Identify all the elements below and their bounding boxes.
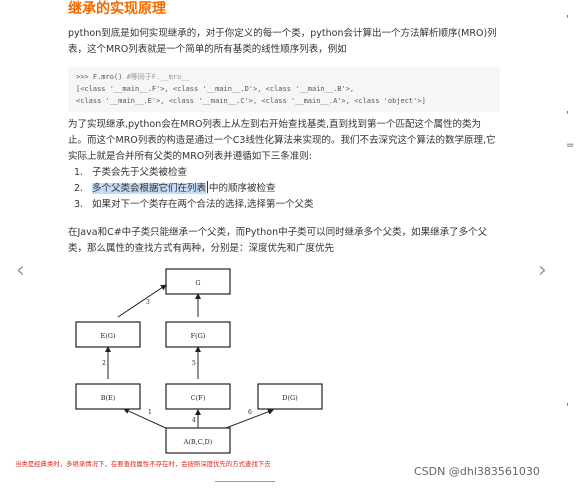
diagram-node-label: G: [195, 279, 200, 287]
edge-label: 5: [192, 360, 196, 367]
edge-label: 1: [148, 409, 152, 416]
code-comment: #等同于F.__mro__: [122, 73, 190, 81]
diagram-node: [75, 383, 141, 410]
list-item: 2. 多个父类会根据它们在列表中的顺序被检查: [74, 181, 314, 197]
divider: [215, 481, 275, 482]
code-prompt: >>> F.mro(): [76, 73, 123, 81]
diagram-node: [165, 268, 231, 295]
list-number: 3.: [74, 199, 84, 210]
edge-fragment: ': [566, 14, 569, 25]
diagram-node: [75, 321, 141, 348]
section-title: 继承的实现原理: [68, 1, 166, 17]
edge-e-to-g: [117, 284, 167, 318]
text-cursor-icon: [207, 181, 209, 193]
edge-fragment: ': [566, 402, 569, 413]
list-item-text: 子类会先于父类被检查: [92, 167, 188, 178]
diagram-node: [165, 427, 231, 454]
list-number: 2.: [74, 183, 84, 194]
list-number: 1.: [74, 167, 84, 178]
list-item: 3. 如果对下一个类存在两个合法的选择,选择第一个父类: [74, 197, 314, 213]
diagram-node-label: C(F): [191, 394, 206, 402]
diagram-node-label: E(G): [100, 332, 115, 340]
selected-text-highlight[interactable]: 多个父类会根据它们在列表: [92, 183, 207, 194]
diagram-node-label: B(E): [101, 394, 116, 402]
inheritance-note-paragraph: 在Java和C#中子类只能继承一个父类，而Python中子类可以同时继承多个父类…: [68, 227, 488, 254]
edge-fragment: ': [566, 110, 569, 121]
previous-page-arrow-icon[interactable]: ‹: [16, 258, 25, 283]
right-gutter: [563, 0, 577, 490]
edge-fragment: =: [566, 140, 575, 151]
edge-label: 4: [192, 417, 196, 424]
list-item-text: 如果对下一个类存在两个合法的选择,选择第一个父类: [92, 199, 314, 210]
mro-explanation-paragraph: 为了实现继承,python会在MRO列表上从左到右开始查找基类,直到找到第一个匹…: [68, 119, 496, 162]
csdn-watermark: CSDN @dhl383561030: [414, 465, 540, 478]
diagram-node-label: A(B,C,D): [183, 438, 213, 446]
next-page-arrow-icon[interactable]: ›: [538, 258, 547, 283]
diagram-node: [165, 383, 231, 410]
diagram-caption: 当类是经典类时，多继承情况下，在要查找属性不存在时，会按照深度优先的方式查找下去: [15, 460, 271, 468]
edge-label: 3: [146, 299, 150, 306]
diagram-node-label: D(G): [282, 394, 298, 402]
code-line: >>> F.mro() #等同于F.__mro__: [76, 71, 492, 83]
diagram-node-label: F(G): [191, 332, 206, 340]
edge-a-to-d: [225, 408, 274, 429]
edge-label: 6: [248, 409, 252, 416]
left-gutter: [0, 0, 62, 490]
rules-list: 1. 子类会先于父类被检查 2. 多个父类会根据它们在列表中的顺序被检查 3. 如果对…: [74, 165, 314, 213]
code-line: <class '__main__.E'>, <class '__main__.C…: [76, 97, 426, 105]
diagram-node: [165, 321, 231, 348]
intro-paragraph: python到底是如何实现继承的，对于你定义的每一个类，python会计算出一个…: [68, 28, 497, 55]
edge-label: 2: [102, 360, 106, 367]
code-block: >>> F.mro() #等同于F.__mro__ [<class '__mai…: [68, 67, 500, 112]
code-line: [<class '__main__.F'>, <class '__main__.…: [76, 85, 355, 93]
diagram-node: [257, 383, 323, 410]
edge-a-to-b: [123, 408, 169, 430]
inheritance-diagram: 3 2 5 1 4 6 G E(G) F(G) B(E) C(F) D(G) A…: [75, 268, 323, 454]
list-item: 1. 子类会先于父类被检查: [74, 165, 314, 181]
list-item-text: 中的顺序被检查: [209, 183, 276, 194]
